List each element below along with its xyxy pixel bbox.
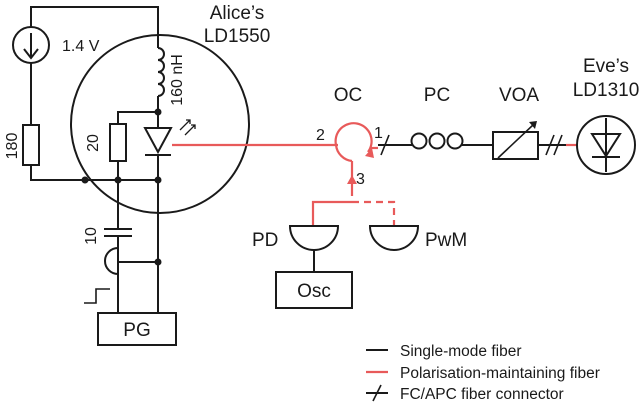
junction-dot [154, 108, 162, 116]
port3-arrow [347, 175, 357, 184]
optical-circulator [334, 122, 374, 196]
current-probe-icon [104, 247, 158, 275]
legend: Single-mode fiber Polarisation-maintaini… [366, 343, 600, 403]
r180-label: 180 [4, 133, 21, 160]
legend-single-mode-label: Single-mode fiber [400, 343, 521, 360]
legend-pm-fiber-label: Polarisation-maintaining fiber [400, 365, 600, 382]
pm-fiber-to-pd [311, 200, 352, 226]
port3-label: 3 [356, 171, 365, 188]
r20-label: 20 [85, 134, 102, 152]
eve-ld-package [576, 115, 636, 175]
alice-label-line1: Alice’s [210, 3, 265, 24]
power-meter [368, 225, 420, 251]
emission-arrows-icon [179, 119, 196, 136]
photodiode [288, 225, 340, 251]
resistor-180 [22, 124, 40, 166]
polarization-controller [410, 132, 464, 150]
inductor-160nh [157, 47, 165, 97]
source-voltage-label: 1.4 V [62, 38, 100, 55]
eve-label-line2: LD1310 [573, 80, 640, 101]
laser-diode [143, 112, 173, 180]
voa-adjust-arrowhead [529, 121, 537, 129]
pc-label: PC [424, 85, 450, 106]
voa-box [492, 131, 539, 160]
port1-label: 1 [374, 125, 383, 142]
bottom-rail-wire [30, 165, 158, 181]
pg-label: PG [123, 320, 150, 341]
pm-fiber-to-pwm [352, 200, 396, 226]
junction-dot [81, 176, 89, 184]
port2-label: 2 [316, 127, 325, 144]
alice-label-line2: LD1550 [204, 26, 271, 47]
oscilloscope-box [275, 271, 353, 309]
eve-label-line1: Eve’s [583, 56, 629, 77]
oc-label: OC [334, 85, 363, 106]
voa-adjust-icon [497, 124, 534, 159]
alice-ld-package [70, 34, 250, 214]
inductor-label: 160 nH [169, 54, 186, 106]
osc-label: Osc [297, 281, 331, 302]
fc-apc-connector-icon [372, 384, 382, 402]
wire-to-r20 [117, 111, 158, 124]
pulse-generator-box [97, 312, 177, 346]
fc-apc-connector-icon [380, 134, 390, 156]
legend-connector-label: FC/APC fiber connector [400, 386, 564, 403]
voa-label: VOA [499, 85, 539, 106]
resistor-20 [109, 123, 127, 162]
pulse-icon [84, 288, 110, 304]
top-wire [30, 6, 159, 48]
pwm-label: PwM [425, 230, 467, 251]
fc-apc-connector-icon [553, 134, 563, 156]
eve-laser-diode [590, 118, 622, 172]
c10-label: 10 [83, 227, 100, 245]
pd-label: PD [252, 230, 278, 251]
fc-apc-connector-icon [545, 134, 555, 156]
current-source [12, 26, 50, 64]
